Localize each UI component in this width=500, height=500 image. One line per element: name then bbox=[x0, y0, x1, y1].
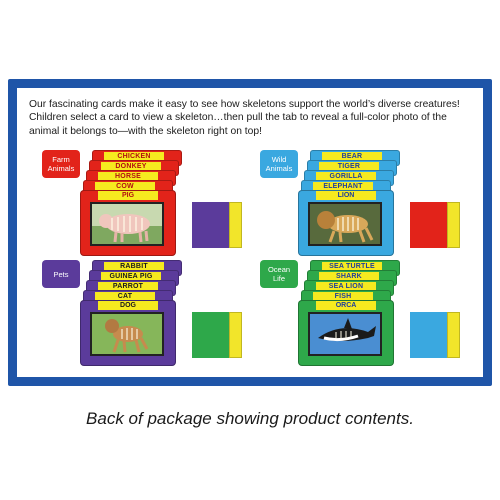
wild-animals-group: Wild Animals BEAR TIGER GORILLA ELEPHANT… bbox=[260, 150, 475, 265]
product-description: Our fascinating cards make it easy to se… bbox=[29, 99, 460, 137]
front-card-dog: DOG bbox=[80, 300, 176, 366]
ocean-life-badge: Ocean Life bbox=[260, 260, 298, 288]
farm-animals-badge: Farm Animals bbox=[42, 150, 80, 178]
dog-label: DOG bbox=[98, 301, 158, 310]
front-card-lion: LION bbox=[298, 190, 394, 256]
front-card-orca: ORCA bbox=[298, 300, 394, 366]
pig-label: PIG bbox=[98, 191, 158, 200]
wild-pull-tab-sleeve bbox=[410, 202, 460, 248]
front-card-pig: PIG bbox=[80, 190, 176, 256]
pets-pull-tab-sleeve bbox=[192, 312, 242, 358]
lion-skeleton-photo bbox=[308, 202, 382, 246]
ocean-pull-tab[interactable] bbox=[447, 312, 460, 358]
ocean-life-group: Ocean Life SEA TURTLE SHARK SEA LION FIS… bbox=[260, 260, 475, 375]
wild-animals-badge: Wild Animals bbox=[260, 150, 298, 178]
farm-pull-tab[interactable] bbox=[229, 202, 242, 248]
pets-group: Pets RABBIT GUINEA PIG PARROT CAT DOG bbox=[42, 260, 257, 375]
ocean-pull-tab-sleeve bbox=[410, 312, 460, 358]
dog-skeleton-photo bbox=[90, 312, 164, 356]
package-back-panel: Our fascinating cards make it easy to se… bbox=[8, 79, 492, 386]
lion-label: LION bbox=[316, 191, 376, 200]
wild-pull-tab[interactable] bbox=[447, 202, 460, 248]
pig-skeleton-photo bbox=[90, 202, 164, 246]
orca-skeleton-photo bbox=[308, 312, 382, 356]
pets-badge: Pets bbox=[42, 260, 80, 288]
package-inner: Our fascinating cards make it easy to se… bbox=[17, 88, 483, 377]
orca-label: ORCA bbox=[316, 301, 376, 310]
image-caption: Back of package showing product contents… bbox=[86, 409, 414, 428]
farm-animals-group: Farm Animals CHICKEN DONKEY HORSE COW PI… bbox=[42, 150, 257, 265]
pets-pull-tab[interactable] bbox=[229, 312, 242, 358]
farm-pull-tab-sleeve bbox=[192, 202, 242, 248]
